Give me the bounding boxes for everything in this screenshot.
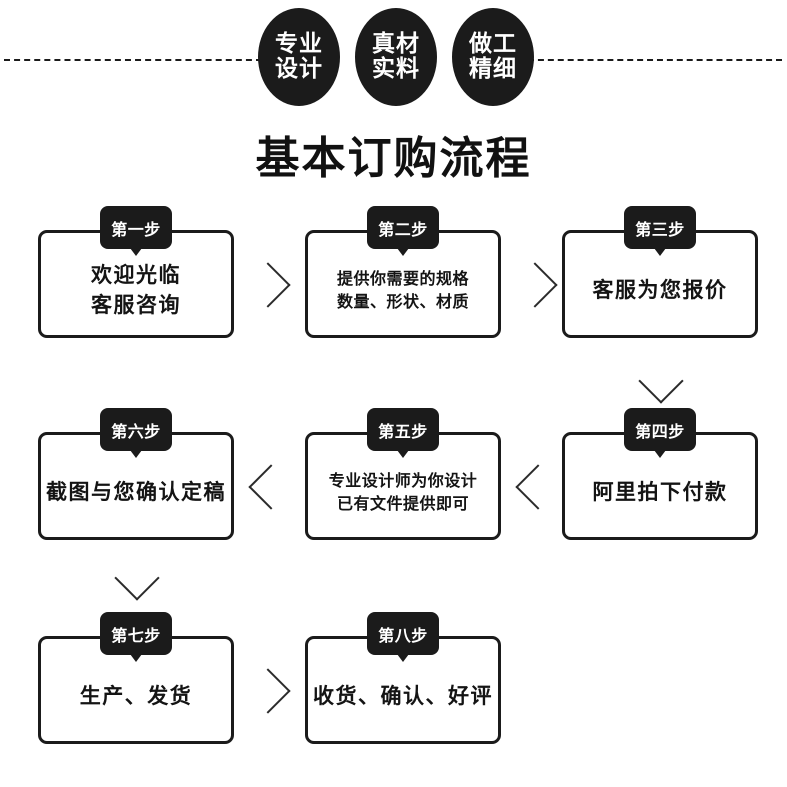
step-tab-3: 第三步	[624, 206, 696, 256]
feature-badge-craft-line2: 精细	[469, 56, 517, 82]
feature-badge-material-line2: 实料	[372, 56, 420, 82]
dashed-rule-left	[4, 59, 262, 61]
dashed-rule-right	[528, 59, 782, 61]
step-2-text: 提供你需要的规格 数量、形状、材质	[337, 254, 469, 313]
step-tab-5-label: 第五步	[378, 421, 428, 441]
step-7-line-1: 生产、发货	[79, 684, 193, 709]
feature-badge-material: 真材 实料	[355, 8, 437, 106]
step-box-7: 生产、发货	[38, 636, 234, 744]
chevron-left-icon-5-to-6	[248, 464, 294, 510]
step-tab-7: 第七步	[100, 612, 172, 662]
step-2-line-1: 提供你需要的规格	[336, 269, 469, 289]
step-tab-4: 第四步	[624, 408, 696, 458]
step-tab-8-label: 第八步	[378, 625, 428, 645]
feature-badge-craft-line1: 做工	[469, 31, 517, 58]
step-5-line-2: 已有文件提供即可	[336, 494, 469, 513]
chevron-left-icon-4-to-5	[515, 464, 561, 510]
step-tab-4-label: 第四步	[635, 421, 685, 441]
step-tab-1: 第一步	[100, 206, 172, 256]
step-tab-6-label: 第六步	[111, 421, 161, 441]
step-tab-6: 第六步	[100, 408, 172, 458]
step-8-line-1: 收货、确认、好评	[313, 684, 493, 709]
step-tab-3-label: 第三步	[635, 219, 685, 239]
step-1-text: 欢迎光临 客服咨询	[91, 247, 181, 321]
step-6-line-1: 截图与您确认定稿	[46, 480, 226, 505]
chevron-down-icon-3-to-4	[638, 358, 684, 404]
step-5-text: 专业设计师为你设计 已有文件提供即可	[329, 456, 478, 515]
step-5-line-1: 专业设计师为你设计	[328, 471, 478, 491]
step-tab-7-label: 第七步	[111, 625, 161, 645]
step-box-4: 阿里拍下付款	[562, 432, 758, 540]
page-title: 基本订购流程	[255, 133, 532, 184]
feature-badge-material-line1: 真材	[372, 31, 420, 58]
step-3-line-1: 客服为您报价	[592, 278, 728, 303]
feature-badge-design-line2: 设计	[275, 56, 323, 82]
step-3-text: 客服为您报价	[593, 262, 728, 306]
step-4-line-1: 阿里拍下付款	[592, 480, 728, 505]
step-7-text: 生产、发货	[80, 668, 193, 712]
step-box-5: 专业设计师为你设计 已有文件提供即可	[305, 432, 501, 540]
step-1-line-1: 欢迎光临	[91, 263, 181, 288]
feature-badge-design-line1: 专业	[275, 31, 323, 58]
step-8-text: 收货、确认、好评	[313, 668, 493, 712]
step-6-text: 截图与您确认定稿	[46, 464, 226, 508]
chevron-down-icon-6-to-7	[114, 555, 160, 601]
step-tab-5: 第五步	[367, 408, 439, 458]
chevron-right-icon-1-to-2	[245, 262, 291, 308]
step-tab-8: 第八步	[367, 612, 439, 662]
step-tab-2: 第二步	[367, 206, 439, 256]
feature-badge-craft: 做工 精细	[452, 8, 534, 106]
chevron-right-icon-2-to-3	[512, 262, 558, 308]
step-tab-2-label: 第二步	[378, 219, 428, 239]
step-2-line-2: 数量、形状、材质	[336, 292, 469, 311]
step-4-text: 阿里拍下付款	[593, 464, 728, 508]
chevron-right-icon-7-to-8	[245, 668, 291, 714]
feature-badge-design: 专业 设计	[258, 8, 340, 106]
step-1-line-2: 客服咨询	[91, 293, 181, 317]
step-tab-1-label: 第一步	[111, 219, 161, 239]
top-badge-banner: 专业 设计 真材 实料 做工 精细	[0, 0, 787, 115]
step-box-3: 客服为您报价	[562, 230, 758, 338]
